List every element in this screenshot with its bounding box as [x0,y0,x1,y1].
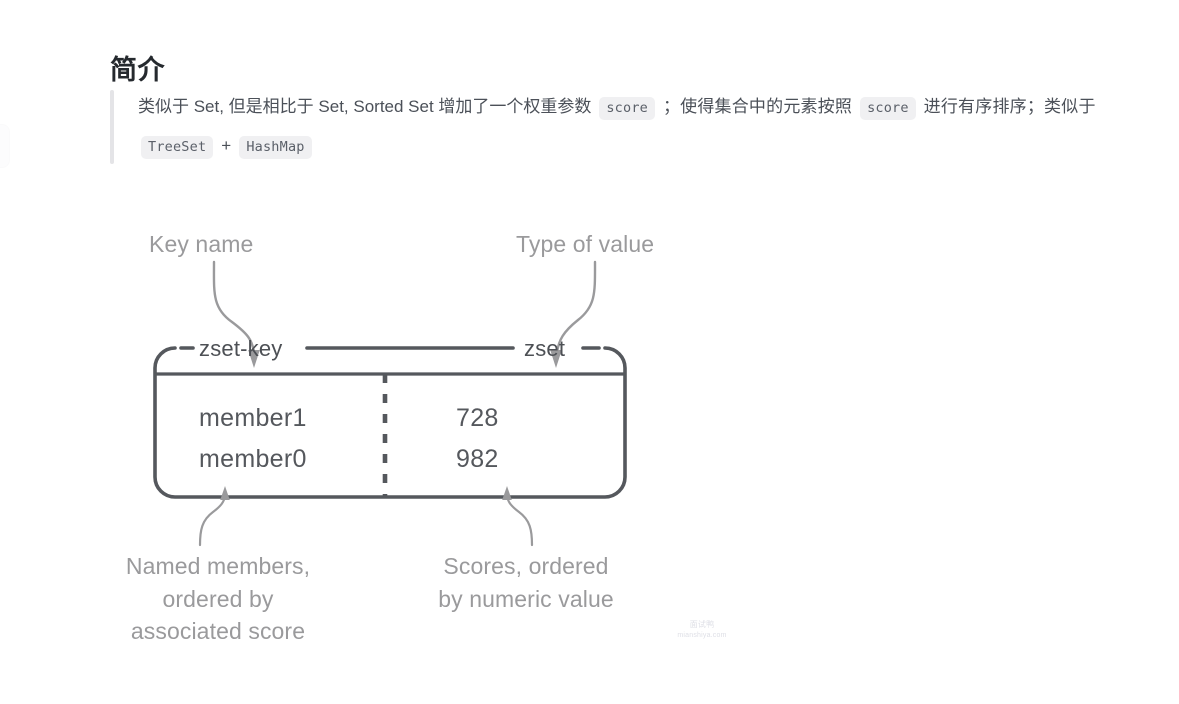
code-chip-hashmap: HashMap [239,136,312,159]
code-chip-score-2: score [860,97,916,120]
watermark-brand: 面试鸭 [689,620,715,629]
callout-key-name: Key name [149,231,254,257]
quote-plus-sign: + [221,136,232,155]
box-type-label: zset [524,336,566,361]
callout-scores: Scores, ordered by numeric value [438,553,614,612]
callout-type-of-value: Type of value [516,231,655,257]
quote-part-2: ；使得集合中的元素按照 [662,97,853,116]
code-chip-treeset: TreeSet [141,136,214,159]
members-note-arrow-icon [198,486,230,547]
code-chip-score-1: score [599,97,655,120]
blockquote-accent-bar [110,90,114,164]
left-edge-ghost-element [0,124,10,168]
quote-part-3: 进行有序排序；类似于 [923,97,1096,116]
type-of-value-arrow-icon [550,260,597,368]
scores-note-arrow-icon [502,486,534,547]
box-key-label: zset-key [199,336,283,361]
blockquote-text: 类似于 Set, 但是相比于 Set, Sorted Set 增加了一个权重参数… [138,88,1140,166]
page-title: 简介 [110,55,165,86]
diagram-vector-layer [153,260,627,547]
watermark: 面试鸭 mianshiya.com [672,620,732,640]
zset-structure-diagram: Key name Type of value zset-key zset Nam… [0,200,760,670]
key-name-arrow-icon [212,260,260,368]
intro-blockquote: 类似于 Set, 但是相比于 Set, Sorted Set 增加了一个权重参数… [110,88,1140,166]
zset-score-cell-0: 728 [456,404,499,432]
watermark-site: mianshiya.com [677,631,727,639]
zset-container-box [153,346,627,499]
zset-member-cell-0: member1 [199,404,307,432]
quote-part-1: 类似于 Set, 但是相比于 Set, Sorted Set 增加了一个权重参数 [138,97,592,116]
callout-named-members: Named members, ordered by associated sco… [125,553,311,645]
zset-member-cell-1: member0 [199,445,307,473]
zset-score-cell-1: 982 [456,445,499,473]
